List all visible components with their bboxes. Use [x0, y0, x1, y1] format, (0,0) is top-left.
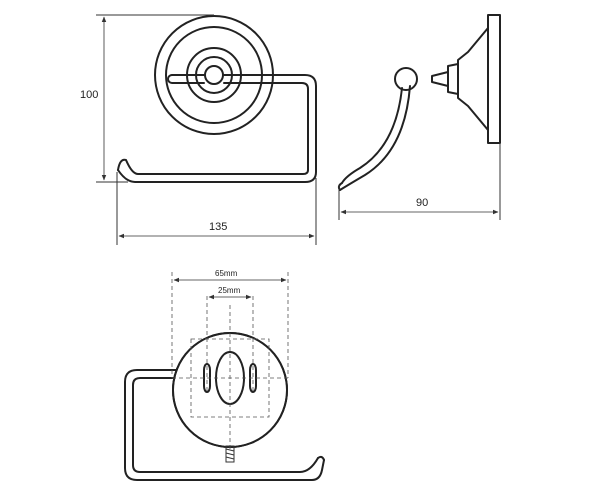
- mount-outer-label: 65mm: [215, 269, 238, 278]
- width-dimension: 135: [116, 172, 317, 245]
- depth-label: 90: [416, 197, 428, 209]
- height-label: 100: [80, 89, 98, 101]
- width-label: 135: [209, 221, 227, 233]
- mount-inner-label: 25mm: [218, 286, 241, 295]
- height-dimension: 100: [80, 14, 214, 183]
- set-screw: [225, 445, 235, 463]
- front-view: [117, 15, 317, 183]
- side-view: [337, 14, 501, 191]
- mount-outer-dimension: 65mm: [173, 269, 287, 283]
- mounting-view: [124, 272, 325, 481]
- depth-dimension: 90: [338, 143, 501, 220]
- mount-inner-dimension: 25mm: [208, 286, 252, 300]
